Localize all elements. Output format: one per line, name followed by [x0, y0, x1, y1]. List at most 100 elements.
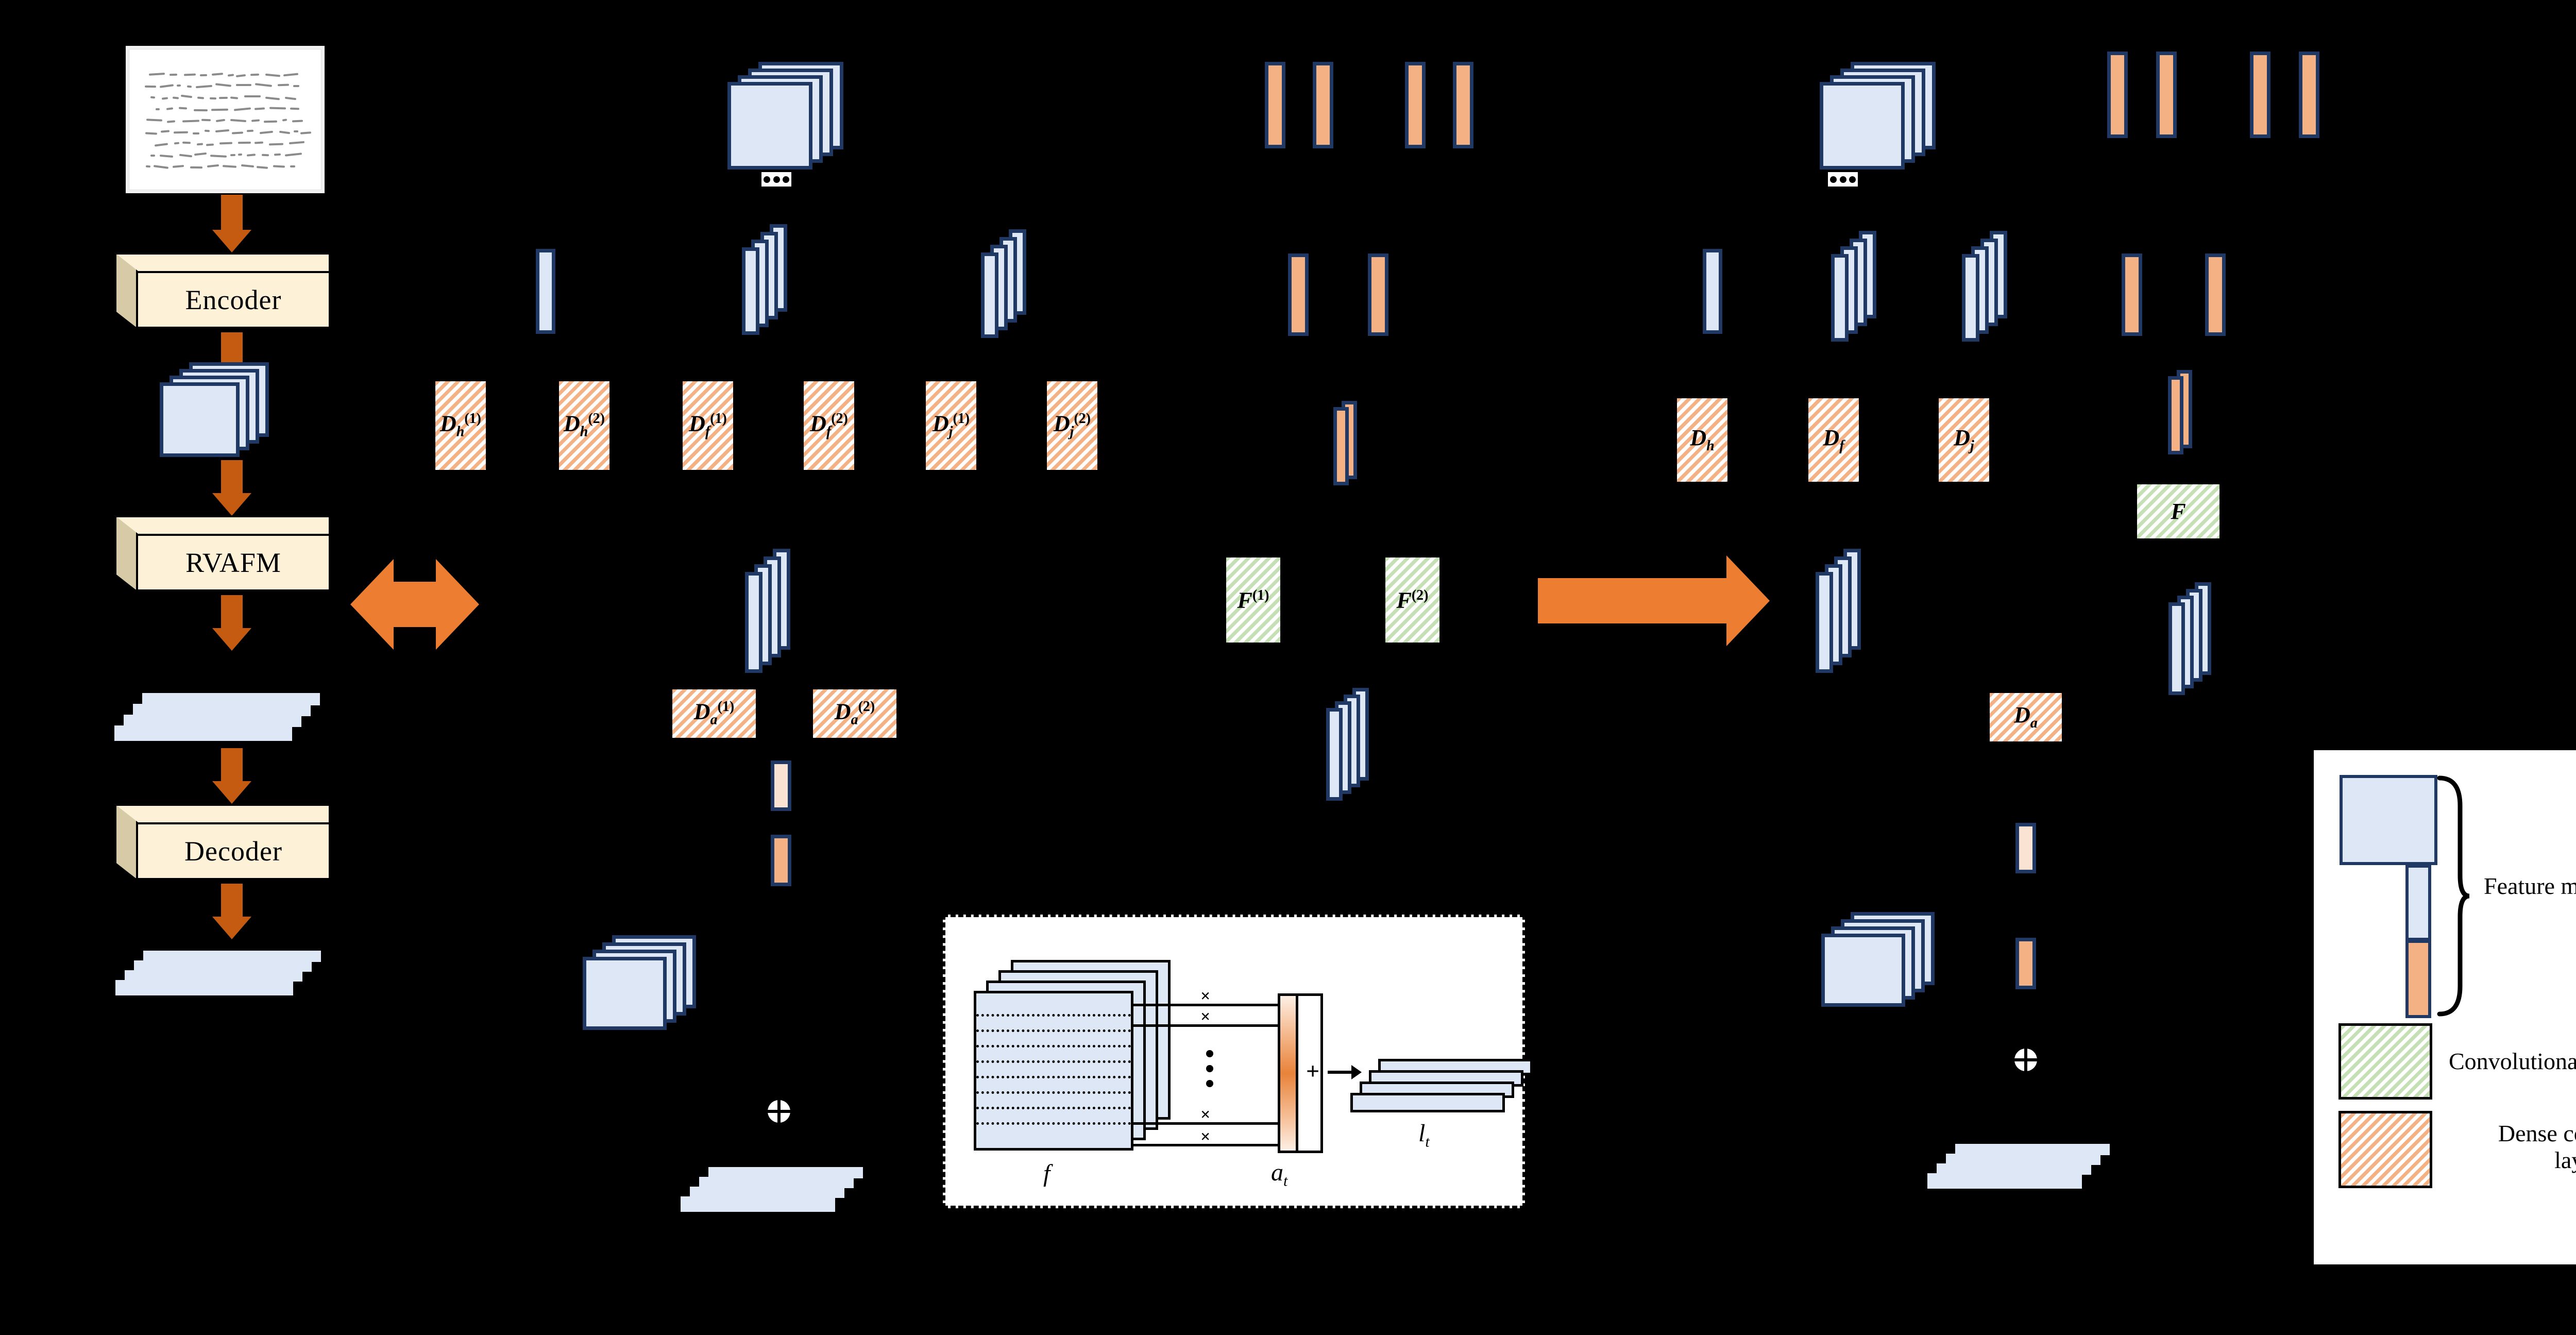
middle-oplus-icon — [768, 1100, 790, 1123]
handwriting-stroke — [293, 85, 299, 87]
inset-grid-row — [976, 1122, 1131, 1125]
dense-block-df1-label: Df(1) — [689, 412, 727, 439]
inset-attention-label: at — [1271, 1158, 1287, 1190]
handwriting-stroke — [210, 155, 227, 158]
handwriting-stroke — [215, 83, 232, 87]
handwriting-stroke — [247, 154, 256, 157]
middle-attention-bar-pale — [771, 761, 791, 811]
handwriting-stroke — [179, 107, 187, 110]
conv-block-f2: F(2) — [1385, 557, 1439, 643]
conv-block-f1-label: F(1) — [1237, 588, 1269, 612]
inset-grid-row — [976, 1076, 1131, 1078]
legend-dense-line2: layers — [2554, 1147, 2576, 1173]
handwriting-stroke — [219, 142, 232, 145]
handwriting-stroke — [172, 97, 178, 99]
handwriting-stroke — [194, 109, 208, 111]
legend-label-feature-maps: Feature maps — [2484, 873, 2576, 900]
handwriting-stroke — [250, 73, 259, 76]
handwriting-stroke — [219, 96, 228, 98]
handwriting-stroke — [196, 85, 212, 89]
inset-grid-row — [976, 1045, 1131, 1047]
dense-block-dj2-label: Dj(2) — [1054, 412, 1091, 439]
handwriting-stroke — [200, 74, 207, 76]
attention-dense-block-da2: Da(2) — [813, 689, 896, 738]
handwriting-stroke — [300, 131, 311, 134]
right-attention-bar-orange — [2015, 938, 2036, 989]
handwriting-stroke — [264, 121, 277, 123]
handwriting-stroke — [251, 119, 260, 122]
inset-multiply-icon: × — [1200, 1105, 1210, 1125]
handwriting-stroke — [179, 154, 192, 157]
legend-swatch-feature-map-orange-bar — [2405, 940, 2431, 1018]
inset-vertical-ellipsis-icon — [1206, 1050, 1214, 1087]
dense-block-df2-label: Df(2) — [810, 412, 848, 439]
handwriting-stroke — [230, 154, 235, 156]
handwriting-stroke — [238, 142, 251, 144]
conv-block-f: F — [2137, 484, 2219, 538]
handwriting-stroke — [290, 165, 295, 167]
encoder-label: Encoder — [136, 271, 331, 329]
inset-grid-row — [976, 1014, 1131, 1017]
handwriting-stroke — [160, 84, 174, 88]
handwriting-stroke — [193, 132, 199, 134]
handwriting-stroke — [155, 143, 168, 147]
handwriting-stroke — [176, 85, 180, 87]
legend-label-convolutional-layers: Convolutional layers — [2449, 1048, 2576, 1075]
encoder-top-face — [114, 252, 331, 273]
decoder-label: Decoder — [136, 822, 331, 880]
handwriting-stroke — [294, 130, 298, 132]
handwriting-stroke — [197, 143, 203, 146]
attention-dense-block-da-label: Da — [2014, 704, 2038, 731]
handwriting-stroke — [207, 164, 219, 167]
handwriting-stroke — [236, 84, 251, 86]
handwriting-stroke — [166, 108, 174, 111]
handwriting-stroke — [282, 119, 287, 121]
inset-grid-row — [976, 1091, 1131, 1094]
handwriting-stroke — [146, 119, 162, 122]
middle-attention-bar-orange — [771, 835, 791, 886]
handwriting-stroke — [210, 97, 216, 99]
dense-block-dh: Dh — [1677, 398, 1727, 482]
legend-swatch-dense-connection — [2338, 1111, 2432, 1188]
right-oplus-icon — [2014, 1049, 2037, 1071]
middle-single-feature-bar — [536, 249, 555, 334]
handwriting-stroke — [150, 96, 156, 98]
legend-swatch-feature-map-bar — [2405, 865, 2431, 941]
inset-grid-row — [976, 1060, 1131, 1063]
handwriting-stroke — [170, 74, 177, 76]
handwriting-stroke — [167, 120, 176, 123]
handwriting-input-image — [129, 49, 321, 190]
dense-block-df-label: Df — [1823, 427, 1844, 453]
handwriting-stroke — [262, 154, 269, 156]
handwriting-stroke — [212, 73, 223, 76]
handwriting-stroke — [278, 83, 289, 86]
inset-output-arrowhead-icon — [1351, 1065, 1362, 1079]
arrow-rvafm-to-strips — [211, 595, 252, 651]
handwriting-stroke — [145, 86, 156, 88]
dense-block-df2: Df(2) — [804, 381, 854, 470]
legend-brace-icon — [2436, 775, 2472, 1017]
handwriting-stroke — [216, 119, 225, 122]
handwriting-stroke — [244, 95, 261, 97]
handwriting-stroke — [181, 94, 193, 98]
handwriting-stroke — [241, 164, 254, 167]
handwriting-stroke — [265, 97, 280, 100]
legend-swatch-convolutional — [2338, 1023, 2432, 1100]
handwriting-stroke — [230, 96, 238, 99]
encoder-block: Encoder — [114, 252, 331, 329]
handwriting-stroke — [197, 97, 204, 99]
handwriting-stroke — [153, 165, 168, 169]
legend-dense-line1: Dense connection — [2498, 1120, 2576, 1146]
rvafm-label: RVAFM — [136, 534, 331, 592]
dense-block-dj-label: Dj — [1954, 427, 1974, 453]
handwriting-stroke — [182, 141, 191, 144]
attention-dense-block-da1: Da(1) — [672, 689, 756, 738]
inset-connector-vert — [1131, 1004, 1133, 1027]
inset-feature-label: f — [1043, 1159, 1050, 1188]
handwriting-stroke — [145, 132, 157, 134]
legend-swatch-feature-map-square — [2340, 775, 2437, 865]
handwriting-stroke — [265, 74, 280, 77]
handwriting-stroke — [274, 154, 281, 156]
handwriting-stroke — [206, 143, 214, 146]
